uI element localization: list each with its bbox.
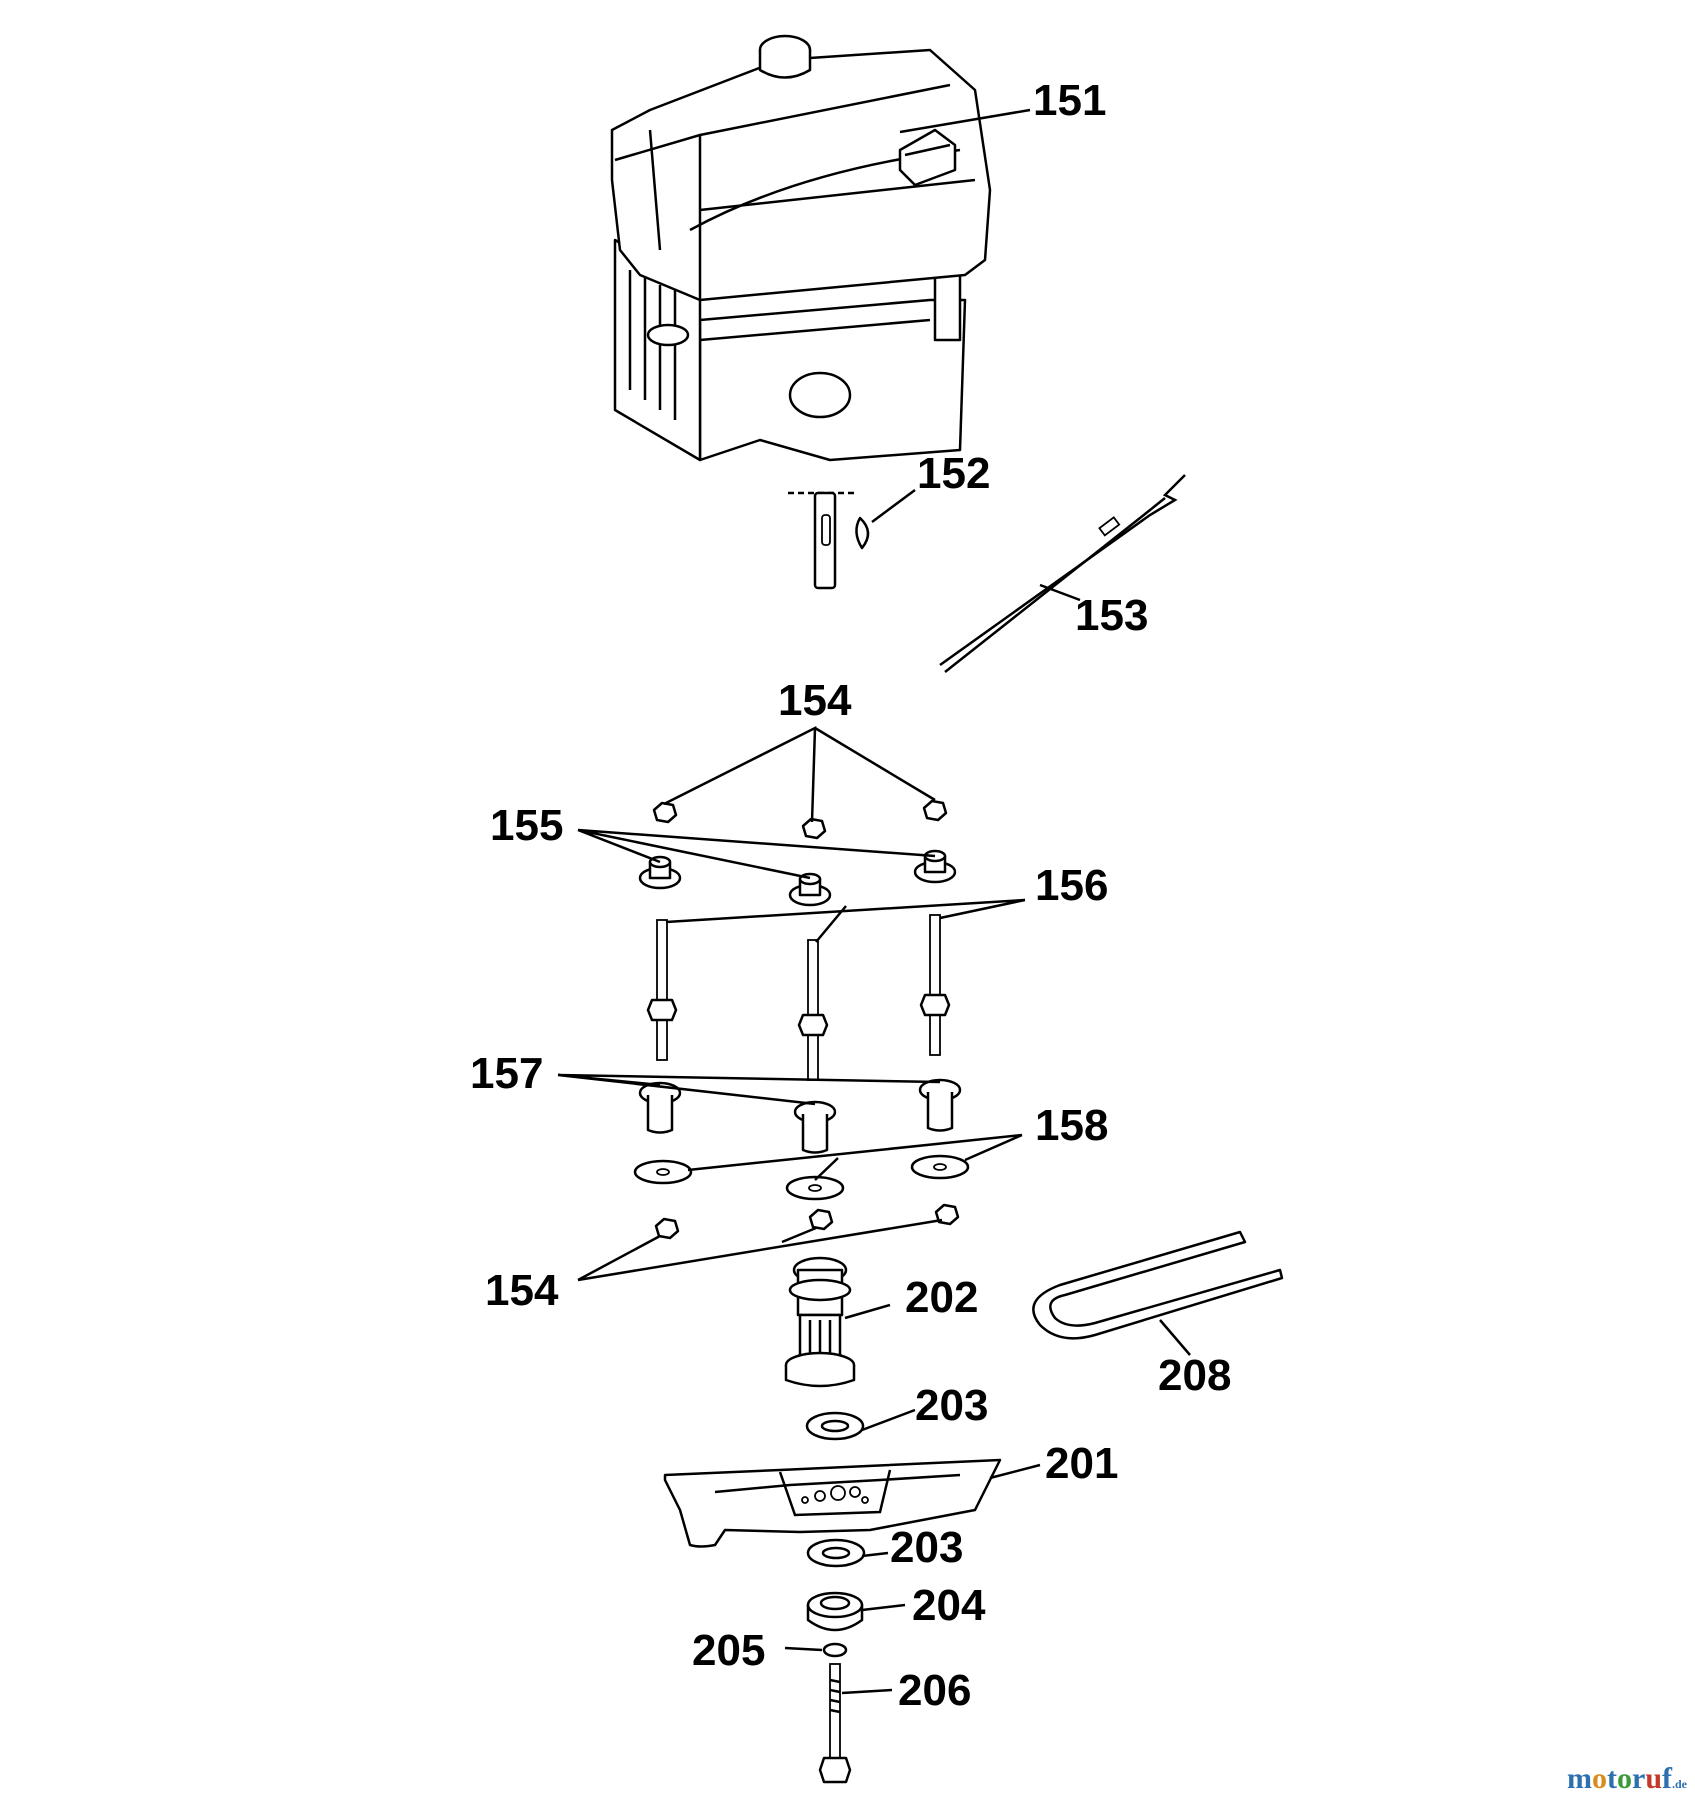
label-203-top: 203 bbox=[915, 1381, 988, 1430]
engine-part-151 bbox=[610, 34, 1031, 462]
watermark-de: de bbox=[1675, 1777, 1687, 1791]
watermark-f: f bbox=[1662, 1762, 1672, 1795]
label-158: 158 bbox=[1035, 1101, 1108, 1150]
watermark-t: t bbox=[1606, 1762, 1617, 1795]
label-203-bottom: 203 bbox=[890, 1523, 963, 1572]
studs-part-156 bbox=[646, 898, 1026, 1081]
belt-part-208 bbox=[1032, 1230, 1284, 1356]
watermark-o1: o bbox=[1591, 1762, 1607, 1795]
watermark-m: m bbox=[1566, 1762, 1592, 1795]
label-157: 157 bbox=[470, 1049, 543, 1098]
watermark-o2: o bbox=[1616, 1762, 1632, 1795]
label-154-top: 154 bbox=[778, 676, 852, 725]
cable-part-153 bbox=[939, 474, 1186, 673]
lock-washer-part-205 bbox=[784, 1642, 848, 1658]
bolt-part-206 bbox=[818, 1663, 893, 1784]
washers-part-158 bbox=[633, 1133, 1023, 1201]
label-206: 206 bbox=[898, 1666, 971, 1715]
shaft-key-part-152 bbox=[788, 488, 916, 590]
label-152: 152 bbox=[917, 449, 990, 498]
label-205: 205 bbox=[692, 1626, 765, 1675]
label-208: 208 bbox=[1158, 1351, 1231, 1400]
label-202: 202 bbox=[905, 1273, 978, 1322]
label-156: 156 bbox=[1035, 861, 1108, 910]
nuts-part-154-bottom bbox=[577, 1203, 960, 1282]
watermark-r: r bbox=[1631, 1762, 1646, 1795]
label-155: 155 bbox=[490, 801, 563, 850]
label-204: 204 bbox=[912, 1581, 986, 1630]
nuts-part-154-top bbox=[652, 725, 948, 840]
spacers-part-157 bbox=[557, 1073, 962, 1154]
blade-part-201 bbox=[663, 1458, 1041, 1548]
cup-washer-part-204 bbox=[806, 1591, 906, 1632]
watermark-logo: motoruf.de bbox=[1567, 1762, 1687, 1796]
bushings-part-155 bbox=[577, 828, 957, 907]
washer-part-203-top bbox=[805, 1408, 916, 1441]
adapter-part-202 bbox=[784, 1256, 891, 1388]
label-153: 153 bbox=[1075, 591, 1148, 640]
washer-part-203-bottom bbox=[806, 1538, 889, 1568]
label-154-bottom: 154 bbox=[485, 1266, 559, 1315]
watermark-u: u bbox=[1645, 1762, 1662, 1795]
label-151: 151 bbox=[1033, 76, 1106, 125]
watermark-dot: . bbox=[1672, 1777, 1675, 1791]
label-201: 201 bbox=[1045, 1439, 1118, 1488]
